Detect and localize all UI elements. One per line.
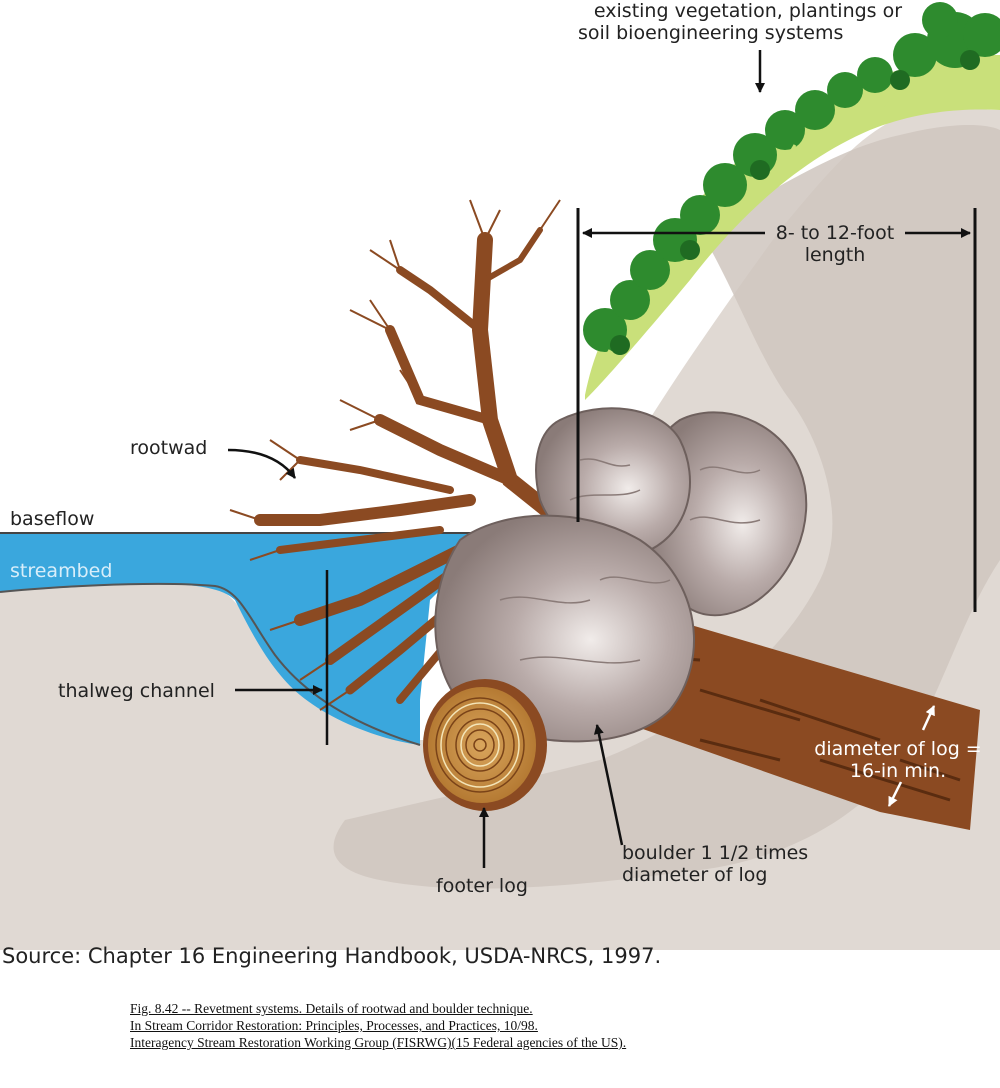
- source-line: Source: Chapter 16 Engineering Handbook,…: [2, 944, 662, 968]
- length-label-line1: 8- to 12-foot: [775, 222, 895, 244]
- baseflow-label: baseflow: [10, 508, 95, 530]
- boulder-label-line2: diameter of log: [622, 864, 768, 886]
- thalweg-label: thalweg channel: [58, 680, 215, 702]
- stream-water: [0, 533, 480, 745]
- diameter-arrow-down: [887, 781, 903, 807]
- caption-line-2: In Stream Corridor Restoration: Principl…: [130, 1018, 538, 1033]
- diameter-label: diameter of log = 16-in min.: [800, 738, 996, 782]
- boulder-pointer: [593, 724, 624, 846]
- diameter-arrow-up: [921, 705, 936, 731]
- vegetation-label: existing vegetation, plantings or soil b…: [578, 0, 918, 44]
- length-label-line2: length: [804, 244, 866, 266]
- boulder-label: boulder 1 1/2 times diameter of log: [622, 842, 808, 886]
- footer-log: [423, 679, 547, 811]
- diameter-label-line1: diameter of log =: [814, 738, 982, 760]
- caption-line-1: Fig. 8.42 -- Revetment systems. Details …: [130, 1001, 533, 1016]
- vegetation-label-line2: soil bioengineering systems: [578, 22, 844, 44]
- boulder-label-line1: boulder 1 1/2 times: [622, 842, 809, 864]
- length-label: 8- to 12-foot length: [765, 222, 905, 266]
- streambed-line: [0, 582, 421, 746]
- footer-log-label: footer log: [436, 875, 528, 897]
- rootwad-pointer: [227, 448, 297, 479]
- rootwad-label: rootwad: [130, 437, 208, 459]
- streambed-label: streambed: [10, 560, 113, 582]
- vegetation-label-line1: existing vegetation, plantings or: [593, 0, 903, 22]
- revetment-diagram: [0, 2, 1000, 950]
- vegetation: [583, 2, 1000, 400]
- diameter-label-line2: 16-in min.: [849, 760, 947, 782]
- caption-line-3: Interagency Stream Restoration Working G…: [130, 1035, 627, 1050]
- figure-caption: Fig. 8.42 -- Revetment systems. Details …: [130, 1000, 626, 1051]
